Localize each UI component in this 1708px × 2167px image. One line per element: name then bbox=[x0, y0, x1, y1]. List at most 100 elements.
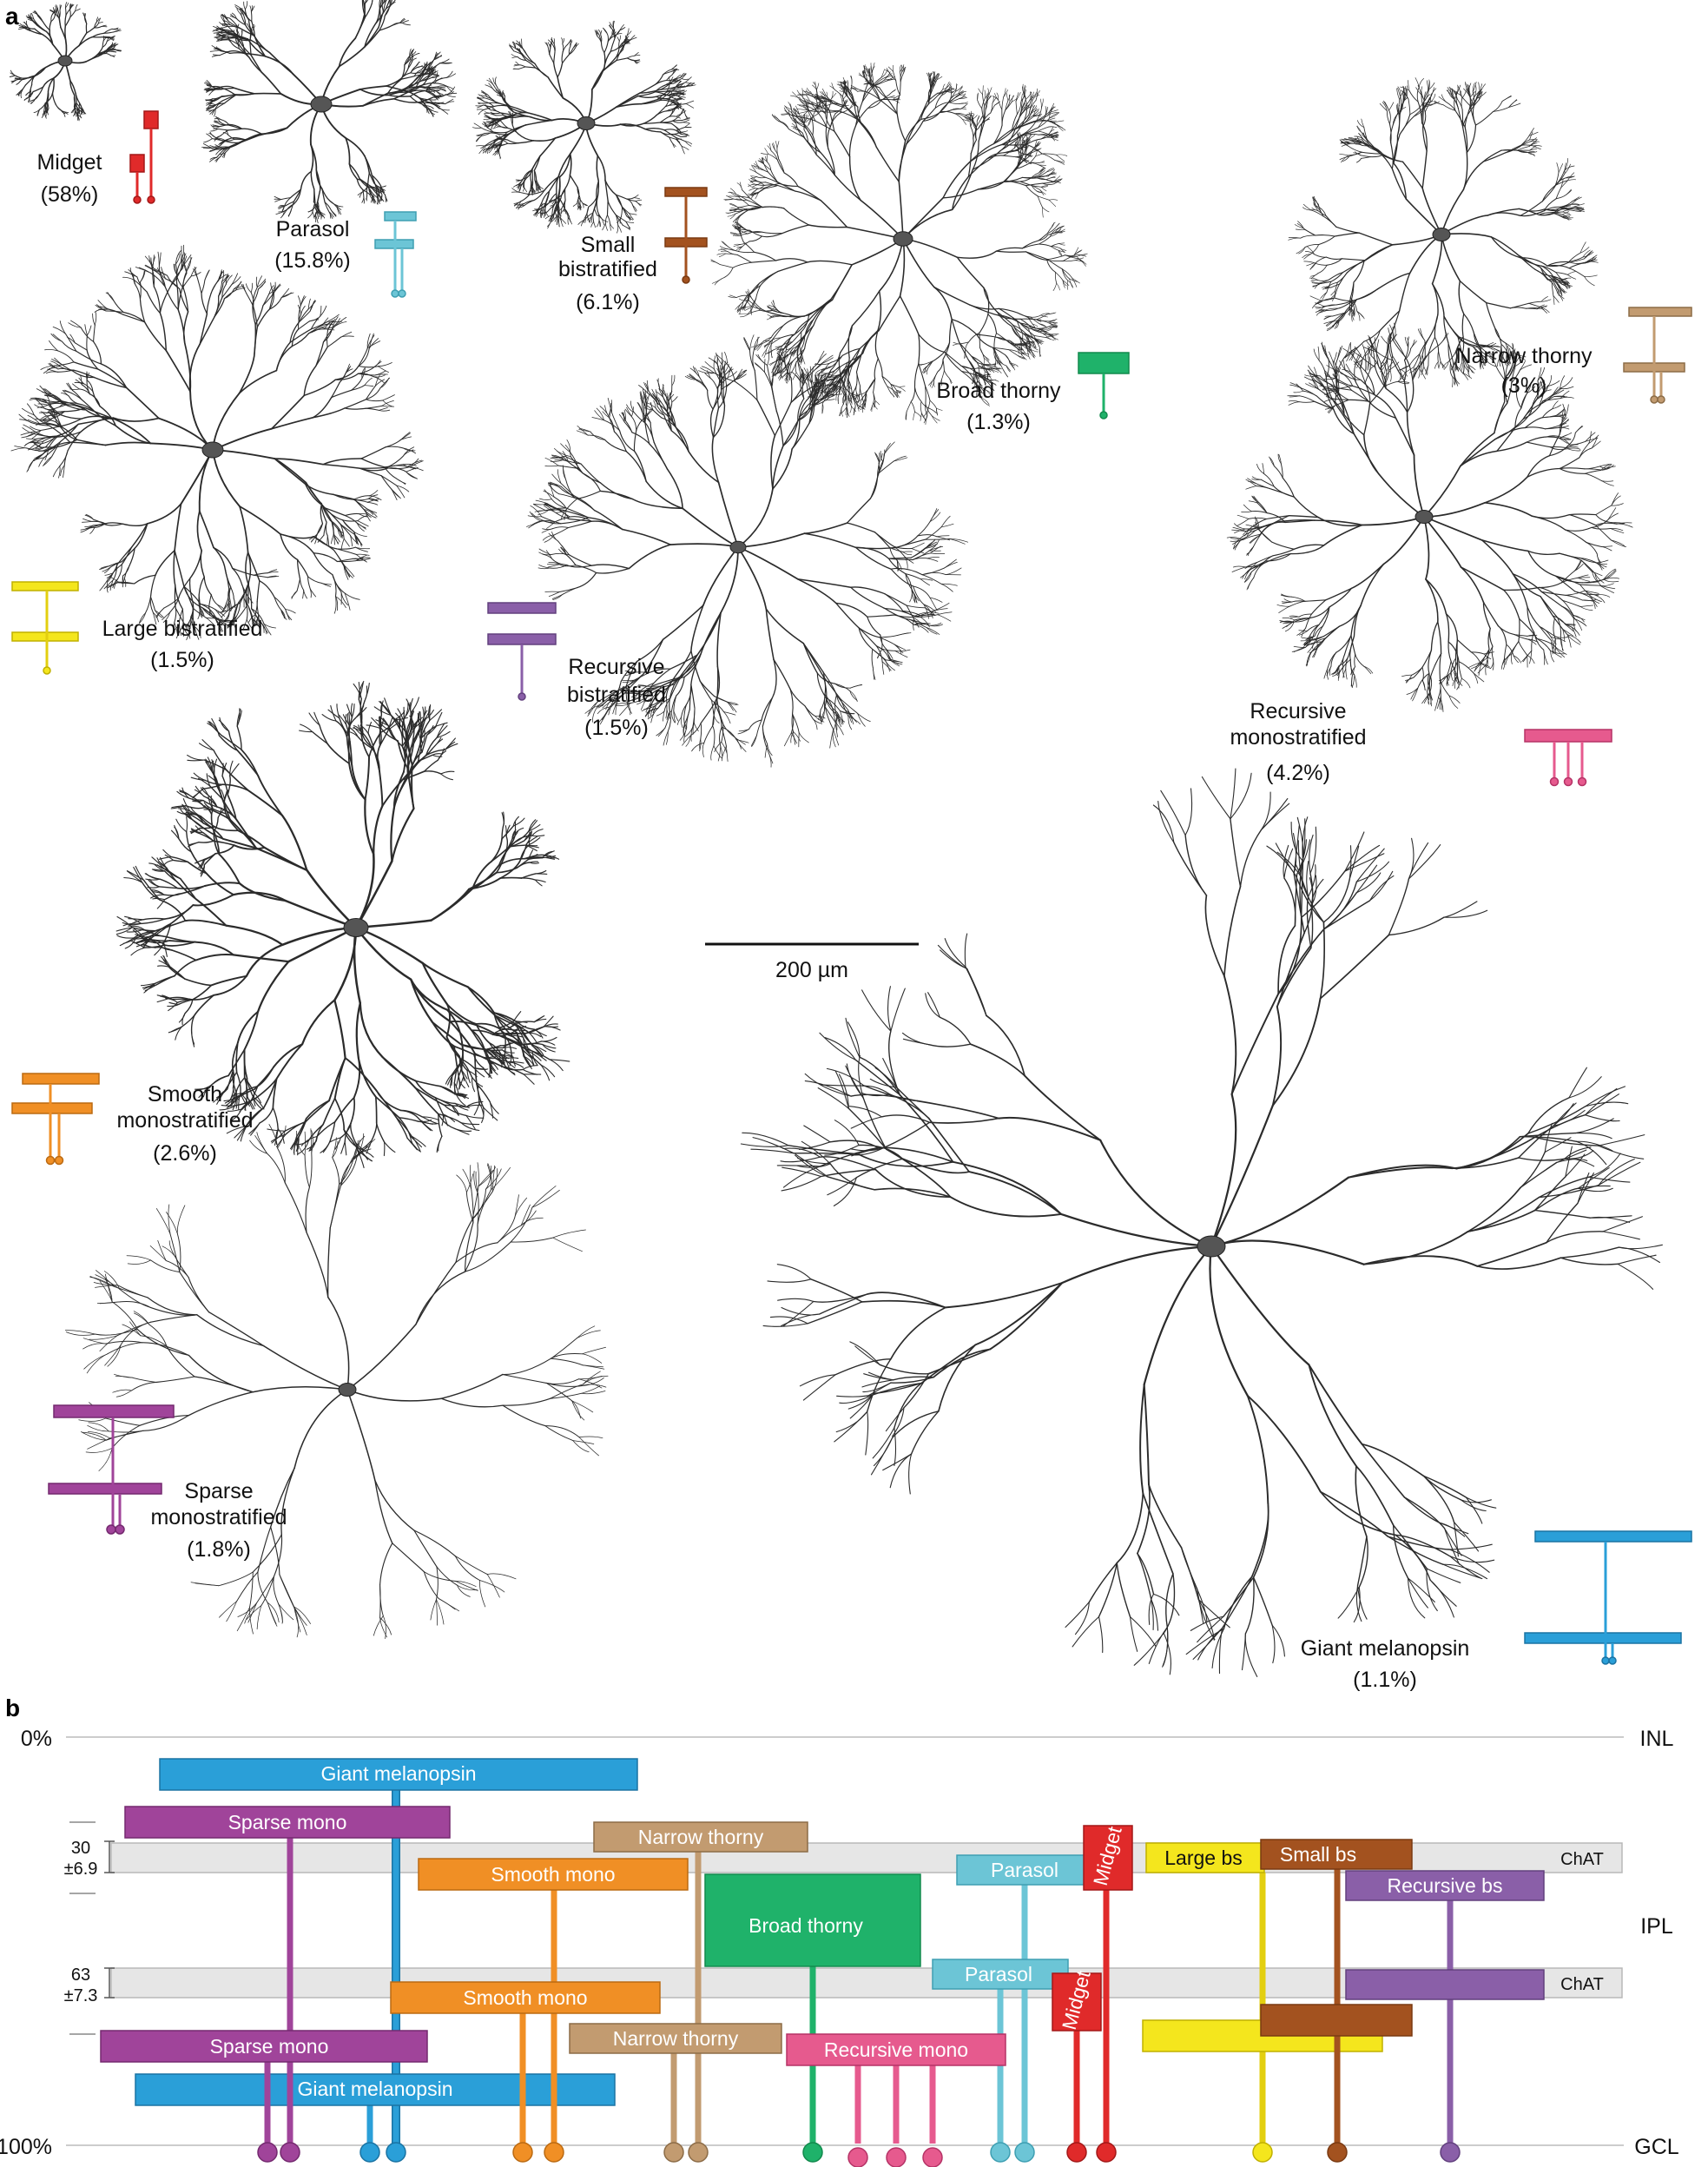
dendrite-segment bbox=[1452, 376, 1454, 388]
dendrite-segment bbox=[842, 82, 847, 88]
soma-midget bbox=[57, 55, 73, 67]
dendrite-segment bbox=[562, 43, 568, 53]
dendrite-segment bbox=[317, 201, 320, 212]
dendrite-segment bbox=[590, 208, 596, 217]
dendrite-segment bbox=[793, 126, 798, 130]
dendrite-segment bbox=[574, 43, 579, 49]
dendrite-segment bbox=[1056, 154, 1065, 162]
dendrite-segment bbox=[274, 199, 282, 202]
dendrite-segment bbox=[749, 197, 763, 208]
dendrite-segment bbox=[475, 135, 482, 142]
dendrite-segment bbox=[796, 89, 803, 97]
dendrite-segment bbox=[1360, 155, 1371, 158]
dendrite-segment bbox=[310, 170, 315, 190]
dendrite-segment bbox=[212, 54, 221, 56]
dendrite-segment bbox=[816, 107, 827, 115]
dendrite-segment bbox=[972, 149, 1001, 170]
dendrite-segment bbox=[635, 201, 643, 206]
dendrite-segment bbox=[747, 192, 756, 195]
dendrite-segment bbox=[445, 101, 455, 105]
dendrite-segment bbox=[234, 93, 255, 96]
dendrite-segment bbox=[948, 318, 953, 344]
dendrite-segment bbox=[811, 119, 814, 136]
dendrite-segment bbox=[416, 66, 424, 69]
dendrite-segment bbox=[204, 89, 213, 90]
dendrite-segment bbox=[1059, 248, 1067, 251]
dendrite-segment bbox=[1039, 169, 1045, 175]
dendrite-segment bbox=[863, 64, 866, 73]
dendrite-segment bbox=[772, 315, 781, 318]
dendrite-segment bbox=[977, 180, 1006, 190]
dendrite-segment bbox=[69, 80, 76, 95]
dendrite-segment bbox=[763, 349, 767, 359]
dendrite-segment bbox=[922, 367, 927, 373]
neuron-drawings bbox=[9, 0, 1663, 1677]
dendrite-segment bbox=[404, 56, 411, 66]
dendrite-segment bbox=[214, 149, 222, 151]
dendrite-segment bbox=[983, 380, 992, 384]
dendrite-segment bbox=[622, 207, 627, 217]
dendrite-segment bbox=[1044, 331, 1053, 335]
dendrite-segment bbox=[1304, 244, 1320, 248]
dendrite-segment bbox=[1390, 142, 1394, 169]
dendrite-segment bbox=[1030, 316, 1040, 325]
dendrite-segment bbox=[310, 143, 318, 171]
dendrite-segment bbox=[518, 183, 519, 190]
dendrite-segment bbox=[249, 5, 252, 13]
dendrite-segment bbox=[804, 90, 812, 95]
dendrite-segment bbox=[792, 372, 797, 380]
dendrite-segment bbox=[749, 193, 758, 195]
dendrite-segment bbox=[976, 386, 978, 397]
dendrite-segment bbox=[433, 72, 439, 82]
dendrite-segment bbox=[336, 204, 344, 208]
dendrite-segment bbox=[834, 89, 843, 97]
dendrite-segment bbox=[537, 185, 539, 192]
dendrite-segment bbox=[425, 65, 433, 70]
dendrite-segment bbox=[1029, 348, 1035, 359]
dendrite-segment bbox=[1017, 102, 1021, 115]
dendrite-segment bbox=[959, 102, 968, 104]
dendrite-segment bbox=[981, 109, 986, 124]
dendrite-segment bbox=[487, 146, 490, 155]
dendrite-segment bbox=[714, 278, 722, 286]
dendrite-segment bbox=[429, 99, 437, 106]
dendrite-segment bbox=[1029, 348, 1039, 353]
dendrite-segment bbox=[737, 208, 749, 211]
dendrite-segment bbox=[951, 88, 958, 94]
dendrite-segment bbox=[16, 91, 23, 96]
dendrite-segment bbox=[1533, 145, 1542, 147]
dendrite-segment bbox=[1065, 254, 1078, 256]
dendrite-segment bbox=[834, 130, 851, 158]
dendrite-segment bbox=[802, 357, 806, 365]
dendrite-segment bbox=[1037, 195, 1050, 201]
dendrite-segment bbox=[24, 21, 28, 27]
dendrite-segment bbox=[437, 87, 446, 89]
dendrite-segment bbox=[663, 129, 677, 139]
dendrite-segment bbox=[605, 223, 609, 231]
dendrite-segment bbox=[1046, 259, 1057, 273]
dendrite-segment bbox=[1038, 126, 1050, 132]
dendrite-segment bbox=[985, 101, 988, 110]
dendrite-segment bbox=[572, 43, 577, 49]
dendrite-segment bbox=[1400, 86, 1410, 91]
dendrite-segment bbox=[850, 395, 852, 404]
dendrite-segment bbox=[198, 449, 214, 512]
dendrite-segment bbox=[1045, 168, 1055, 173]
dendrite-segment bbox=[797, 104, 808, 107]
dendrite-segment bbox=[551, 215, 557, 222]
dendrite-segment bbox=[364, 3, 373, 19]
dendrite-segment bbox=[244, 13, 253, 23]
dendrite-segment bbox=[849, 102, 857, 109]
dendrite-segment bbox=[783, 172, 799, 188]
dendrite-segment bbox=[940, 89, 949, 96]
dendrite-segment bbox=[1022, 342, 1032, 346]
dendrite-segment bbox=[931, 380, 934, 388]
dendrite-segment bbox=[681, 131, 689, 135]
dendrite-segment bbox=[590, 221, 595, 228]
dendrite-segment bbox=[47, 108, 49, 114]
dendrite-segment bbox=[243, 1, 246, 10]
dendrite-segment bbox=[502, 89, 504, 96]
dendrite-segment bbox=[533, 189, 545, 201]
dendrite-segment bbox=[1025, 251, 1049, 261]
